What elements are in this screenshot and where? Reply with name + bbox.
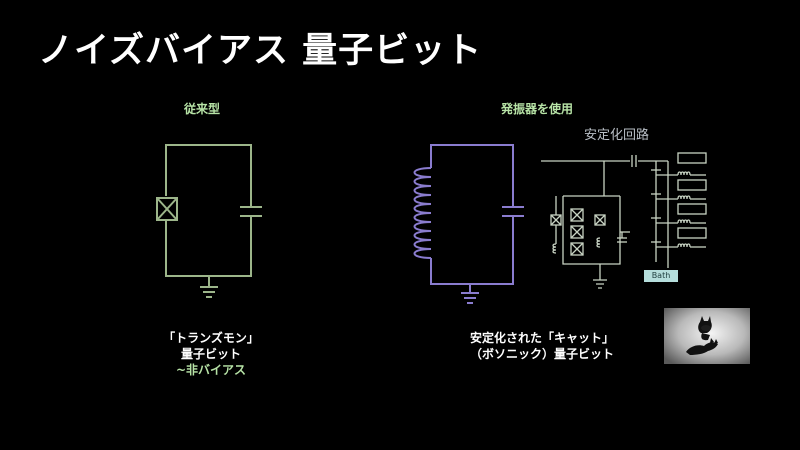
cat-photo xyxy=(664,308,750,364)
oscillator-circuit xyxy=(413,144,524,304)
transmon-wire xyxy=(165,144,252,207)
transmon-caption-line3: ~非バイアス xyxy=(175,363,247,377)
stabilizer-circuit xyxy=(541,152,707,289)
oscillator-wire xyxy=(430,144,514,207)
junction-b1 xyxy=(570,208,584,222)
small-inductor-b xyxy=(596,237,601,248)
ladder-stage-4 xyxy=(656,227,707,248)
stabilizer-title: 安定化回路 xyxy=(584,128,650,143)
oscillator-ground xyxy=(461,284,479,304)
cat-qubit-caption: 安定化された「キャット」 （ボソニック）量子ビット xyxy=(442,330,642,362)
transmon-wire-bottom xyxy=(165,216,252,277)
cluster-frame xyxy=(562,195,621,265)
transmon-caption-line2: 量子ビット xyxy=(180,347,241,361)
small-inductor-a xyxy=(552,243,557,254)
transmon-circuit xyxy=(156,144,262,298)
josephson-junction xyxy=(156,197,178,221)
ladder-stage-3 xyxy=(656,203,707,224)
ground-symbol xyxy=(200,276,218,298)
junction-b2 xyxy=(570,225,584,239)
slide-title: ノイズバイアス 量子ビット xyxy=(38,31,483,71)
oscillator-heading: 発振器を使用 xyxy=(501,102,574,116)
transmon-caption: 「トランズモン」 量子ビット ~非バイアス xyxy=(156,330,266,378)
bath-label: Bath xyxy=(644,270,678,282)
oscillator-wire-bottom xyxy=(430,216,514,285)
stabilizer-ground xyxy=(593,264,607,289)
ladder-stage-1 xyxy=(656,152,707,176)
cat-qubit-caption-line1: 安定化された「キャット」 xyxy=(469,331,614,345)
cat-qubit-caption-line2: （ボソニック）量子ビット xyxy=(469,347,614,361)
josephson-junction-cross xyxy=(156,197,178,221)
junction-c xyxy=(594,214,606,226)
transmon-caption-line1: 「トランズモン」 xyxy=(163,331,259,345)
transmon-heading: 従来型 xyxy=(184,102,221,116)
junction-b3 xyxy=(570,242,584,256)
ladder-stage-2 xyxy=(656,179,707,200)
inductor-coil xyxy=(413,167,432,259)
